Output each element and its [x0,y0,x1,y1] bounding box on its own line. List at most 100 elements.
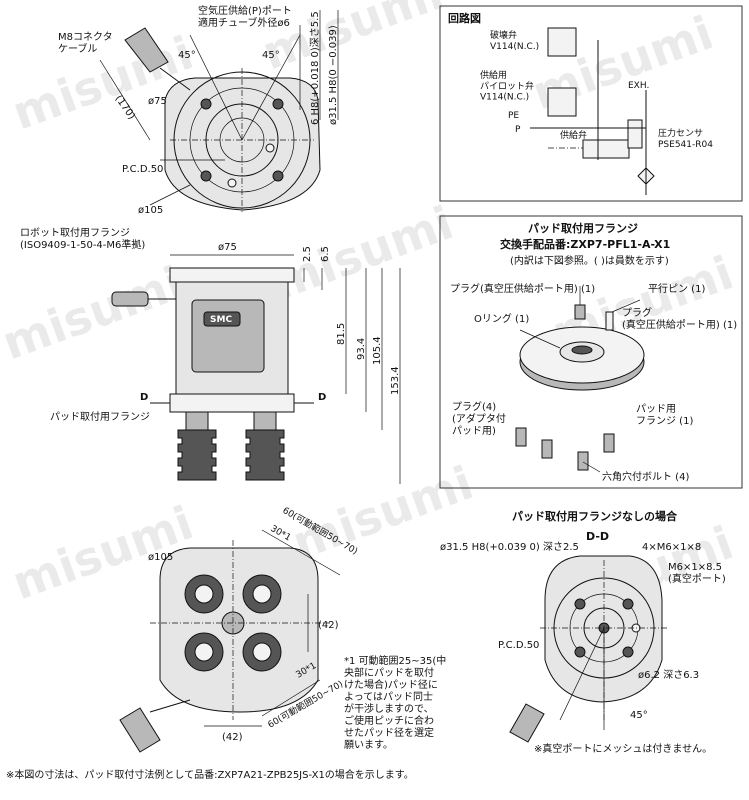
brand-badge [203,311,241,327]
dim-75-label: ø75 [148,96,167,107]
section-dd-title: パッド取付用フランジなしの場合 [512,509,678,523]
suction-pad-center [252,584,272,604]
angle-right-label: 45° [262,50,280,61]
dim-62-label: ø6.2 深さ6.3 [638,669,699,681]
plug-vacuum-label: プラグ(真空圧供給ポート用) (1) [450,282,595,295]
brand-label: SMC [210,315,232,325]
m6-hole [574,646,586,658]
robot-flange [169,267,295,283]
bolt-part [541,439,553,459]
dim-42h-label: (42) [222,732,243,743]
side-connector [111,291,149,307]
bottom-cable [149,699,191,713]
dia-105-leader [149,184,191,206]
m6-hole [622,598,634,610]
pad-flange-part-no: 交換手配品番:ZXP7-PFL1-A-X1 [500,237,670,251]
section-d-left: D [140,392,148,403]
plug-part [574,304,586,320]
dim-42v-label: (42) [318,620,339,631]
watermark: misumi [0,255,190,370]
watermark: misumi [265,195,460,310]
footer-note: ※本図の寸法は、パッド取付寸法例として品番:ZXP7A21-ZPB25JS-X1… [6,768,414,781]
dim-315-label: ø31.5 H8(+0.039 0) 深さ2.5 [440,541,579,553]
pad-flange [169,393,295,413]
dim-75-side: ø75 [218,242,237,253]
dim-815-side: 81.5 [336,323,347,345]
bottom-dim-105: ø105 [148,552,173,563]
dim-line-170 [99,59,151,141]
angle-line [241,34,301,141]
angle-45-line [559,627,605,721]
release-valve-symbol [547,27,577,57]
section-dd: パッド取付用フランジなしの場合 D-D ø31.5 H8(+0.039 0) 深… [440,509,726,755]
suction-pad-center [194,584,214,604]
bottom-connector [119,707,161,753]
supply-port-label: 空気圧供給(P)ポート適用チューブ外径ø6 [198,4,292,29]
range-line [261,679,321,717]
dim-934-side: 93.4 [356,338,367,360]
pad-flange-frame [439,215,743,489]
p-label: P [515,125,521,135]
sensor-symbol [627,119,643,149]
supply-port [227,178,237,188]
vert-dim-1: 6 H8(+0.018 0)深さ5.5 [309,11,321,125]
m6-hole [622,646,634,658]
section-d-right: D [318,392,326,403]
angle-left-label: 45° [178,50,196,61]
bolt-label: 六角穴付ボルト (4) [602,470,689,483]
bolt-part [515,427,527,447]
suction-cup [177,411,217,481]
bolt-hole [272,170,284,182]
bolt-hole [200,170,212,182]
m6-hole [574,598,586,610]
m8-connector [124,27,169,73]
pcd-section-label: P.C.D.50 [498,640,539,651]
vacuum-port-label: M6×1×8.5(真空ポート) [668,562,726,585]
leader [582,461,601,473]
dim-1534-side: 153.4 [390,366,401,395]
vert-dim-2: ø31.5 H8(0 −0.039) [328,25,339,125]
circuit-title: 回路図 [448,11,481,25]
bolt-part [603,433,615,453]
pad-flange-label: パッド取付用フランジ [50,410,150,423]
pad-flange-title: パッド取付用フランジ [528,221,638,235]
leader [519,329,561,349]
pcd-label: P.C.D.50 [122,164,163,175]
oring-label: Oリング (1) [474,312,529,325]
flange-bore [571,345,593,355]
dim-25-side: 2.5 [302,246,313,262]
footnote-1: *1 可動範囲25~35(中央部にパッドを取付けた場合)パッド径によってはパッド… [344,654,446,751]
dowel-pin-part [605,311,614,331]
suction-cup [245,411,285,481]
pe-label: PE [508,111,519,121]
robot-flange-label: ロボット取付用フランジ(ISO9409-1-50-4-M6準拠) [20,226,145,251]
angle-section-label: 45° [630,710,648,721]
bolt-hole [272,98,284,110]
side-view: SMC ロボット取付用フランジ(ISO9409-1-50-4-M6準拠) ø75… [20,226,401,484]
range-line [261,529,341,576]
cable-label: M8コネクタケーブル [58,31,113,55]
watermark: misumi [285,455,480,570]
leader [611,299,641,313]
valve-block [191,299,265,373]
circuit-frame [439,5,743,202]
dowel-hole [265,143,275,153]
holes-label: 4×M6×1×8 [642,542,701,553]
supply-valve2-symbol [582,139,630,159]
pad-flange-note: (内訳は下図参照。( )は員数を示す) [510,254,669,267]
plug-vacuum2-label: プラグ(真空圧供給ポート用) (1) [622,306,737,331]
bolt-part [577,451,589,471]
angle-line [189,34,243,141]
suction-pad-center [252,642,272,662]
section-dd-label: D-D [586,530,609,543]
suction-pad-center [194,642,214,662]
dowel-label: 平行ピン (1) [648,282,705,295]
dim-1054-side: 105.4 [372,336,383,365]
exh-label: EXH. [628,81,649,91]
supply-valve2-label: 供給弁 [560,129,587,141]
